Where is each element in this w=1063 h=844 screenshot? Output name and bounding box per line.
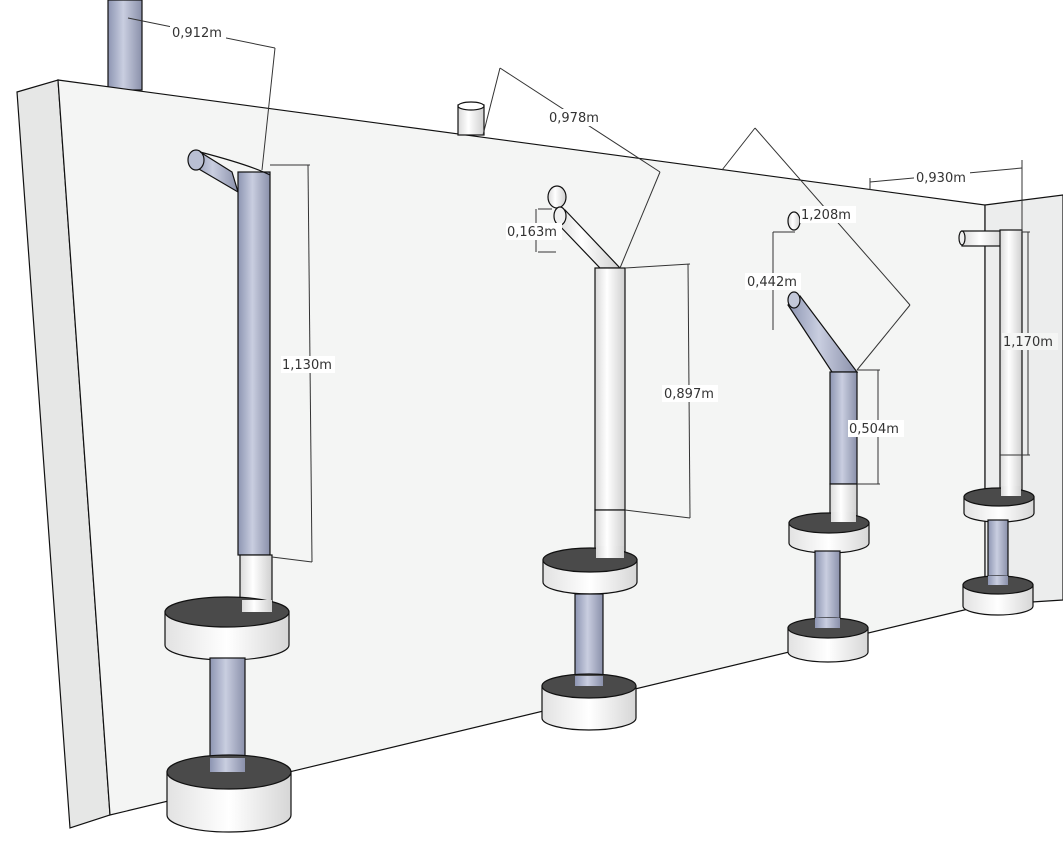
dim-pipe2-height: 0,897m — [664, 387, 714, 402]
dim-pipe4-height: 1,170m — [1003, 335, 1053, 350]
ceiling-pipe — [107, 0, 143, 91]
drain-pipe-2[interactable] — [541, 185, 638, 731]
dim-pipe3-height: 0,504m — [849, 422, 899, 437]
dim-pipe2-diagonal: 0,978m — [549, 111, 599, 126]
drain-pipe-4[interactable] — [958, 229, 1035, 616]
dim-top-pipe-offset: 0,912m — [172, 26, 222, 41]
roof-vent-top — [457, 101, 485, 111]
dimension-labels: 0,912m 1,130m 0,978m 0,163m 0,897m 1,208… — [170, 24, 1058, 437]
dim-pipe1-height: 1,130m — [282, 358, 332, 373]
dim-pipe4-offset: 0,930m — [916, 171, 966, 186]
dim-pipe3-diagonal: 1,208m — [801, 208, 851, 223]
dim-pipe3-offset: 0,442m — [747, 275, 797, 290]
drain-pipe-3[interactable] — [787, 211, 870, 663]
dim-pipe2-offset: 0,163m — [507, 225, 557, 240]
drain-pipe-1[interactable] — [164, 149, 292, 833]
